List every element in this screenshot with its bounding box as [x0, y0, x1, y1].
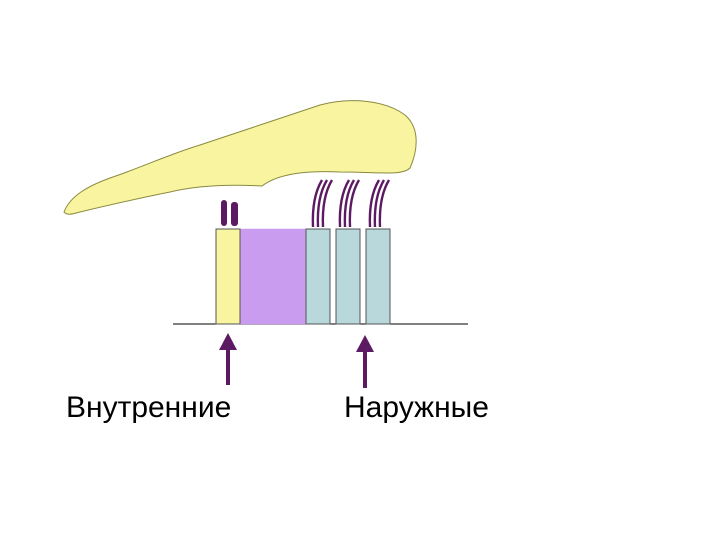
inner-stereocilia [221, 200, 238, 226]
tectorial-membrane-shape [63, 100, 417, 215]
outer-stereocilia-2 [338, 179, 361, 228]
label-inner-cells: Внутренние [66, 391, 232, 424]
supporting-cell [239, 228, 307, 325]
outer-stereocilia-3 [368, 179, 391, 228]
label-outer-cells: Наружные [344, 391, 489, 424]
outer-hair-cell-2 [335, 228, 361, 325]
outer-stereocilia-1 [311, 179, 334, 228]
inner-hair-cell [215, 228, 241, 325]
arrow-outer [356, 335, 374, 388]
inner-stereocilium-1 [221, 200, 227, 226]
outer-hair-cell-3 [365, 228, 391, 325]
inner-stereocilium-2 [231, 202, 238, 226]
outer-hair-cell-1 [305, 228, 331, 325]
arrow-inner [219, 333, 237, 385]
